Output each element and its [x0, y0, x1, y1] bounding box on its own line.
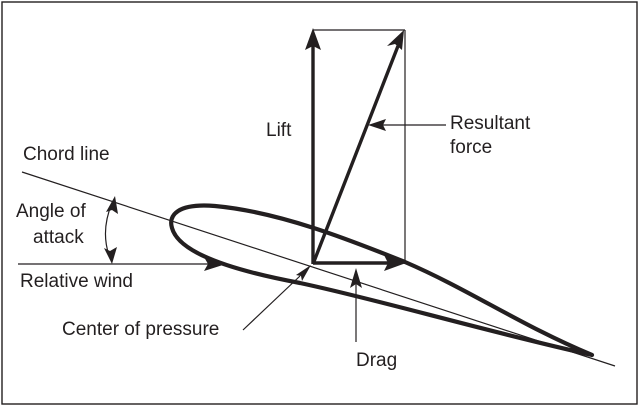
resultant-arrowhead: [387, 30, 404, 50]
lift-label: Lift: [266, 120, 292, 141]
cop-leader-line: [242, 275, 301, 331]
resultant-force-label-line1: Resultant: [450, 113, 531, 134]
resultant-force-label-line2: force: [450, 137, 492, 158]
lift-arrow: [305, 28, 321, 264]
force-parallelogram: [313, 29, 406, 262]
drag-label: Drag: [356, 350, 397, 371]
relative-wind-arrow: [18, 257, 226, 271]
resultant-force-callout: [368, 119, 446, 131]
center-of-pressure-callout: [242, 265, 311, 331]
airfoil-shape: [169, 203, 595, 358]
resultant-leader-arrowhead: [368, 119, 386, 131]
lift-arrowhead: [305, 28, 321, 50]
drag-arrowhead: [384, 255, 406, 271]
cop-leader-arrowhead: [296, 265, 311, 281]
angle-arc-bottom-arrowhead: [104, 247, 117, 264]
relative-wind-arrowhead: [204, 257, 226, 271]
resultant-force-arrow: [311, 30, 404, 265]
drag-arrow: [313, 255, 406, 271]
drag-callout: [350, 268, 362, 342]
drag-leader-arrowhead: [350, 268, 362, 288]
resultant-shaft: [311, 45, 400, 265]
chord-line: [21, 171, 616, 367]
angle-of-attack-arc: [104, 196, 118, 264]
angle-of-attack-label-line1: Angle of: [16, 201, 86, 222]
chord-line-label: Chord line: [23, 144, 110, 165]
center-of-pressure-label: Center of pressure: [62, 319, 219, 340]
relative-wind-label: Relative wind: [20, 271, 133, 292]
angle-arc-top-arrowhead: [106, 196, 118, 214]
angle-of-attack-label-line2: attack: [33, 227, 84, 248]
